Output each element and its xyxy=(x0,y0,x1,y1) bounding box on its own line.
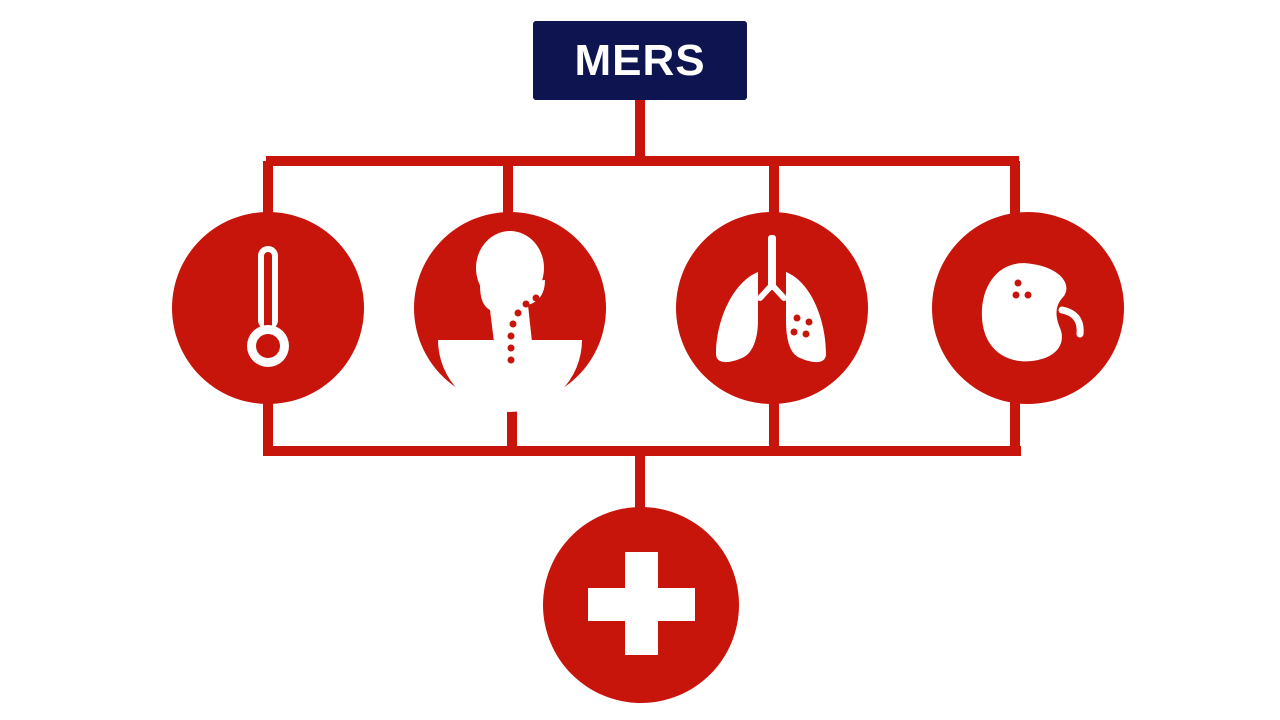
outcome-hospital xyxy=(543,507,739,703)
diagram-title: MERS xyxy=(574,35,706,85)
symptom-breathing xyxy=(676,212,868,404)
thermometer-icon xyxy=(247,246,289,367)
symptom-fever xyxy=(172,212,364,404)
medical-cross-icon xyxy=(588,552,695,655)
symptom-sore-throat xyxy=(414,212,606,412)
lungs-icon xyxy=(716,235,826,363)
connector-lines xyxy=(263,98,1021,510)
title-box: MERS xyxy=(533,21,747,100)
neck-throat-icon xyxy=(438,231,582,412)
kidney-icon xyxy=(981,263,1084,362)
symptom-kidney xyxy=(932,212,1124,404)
